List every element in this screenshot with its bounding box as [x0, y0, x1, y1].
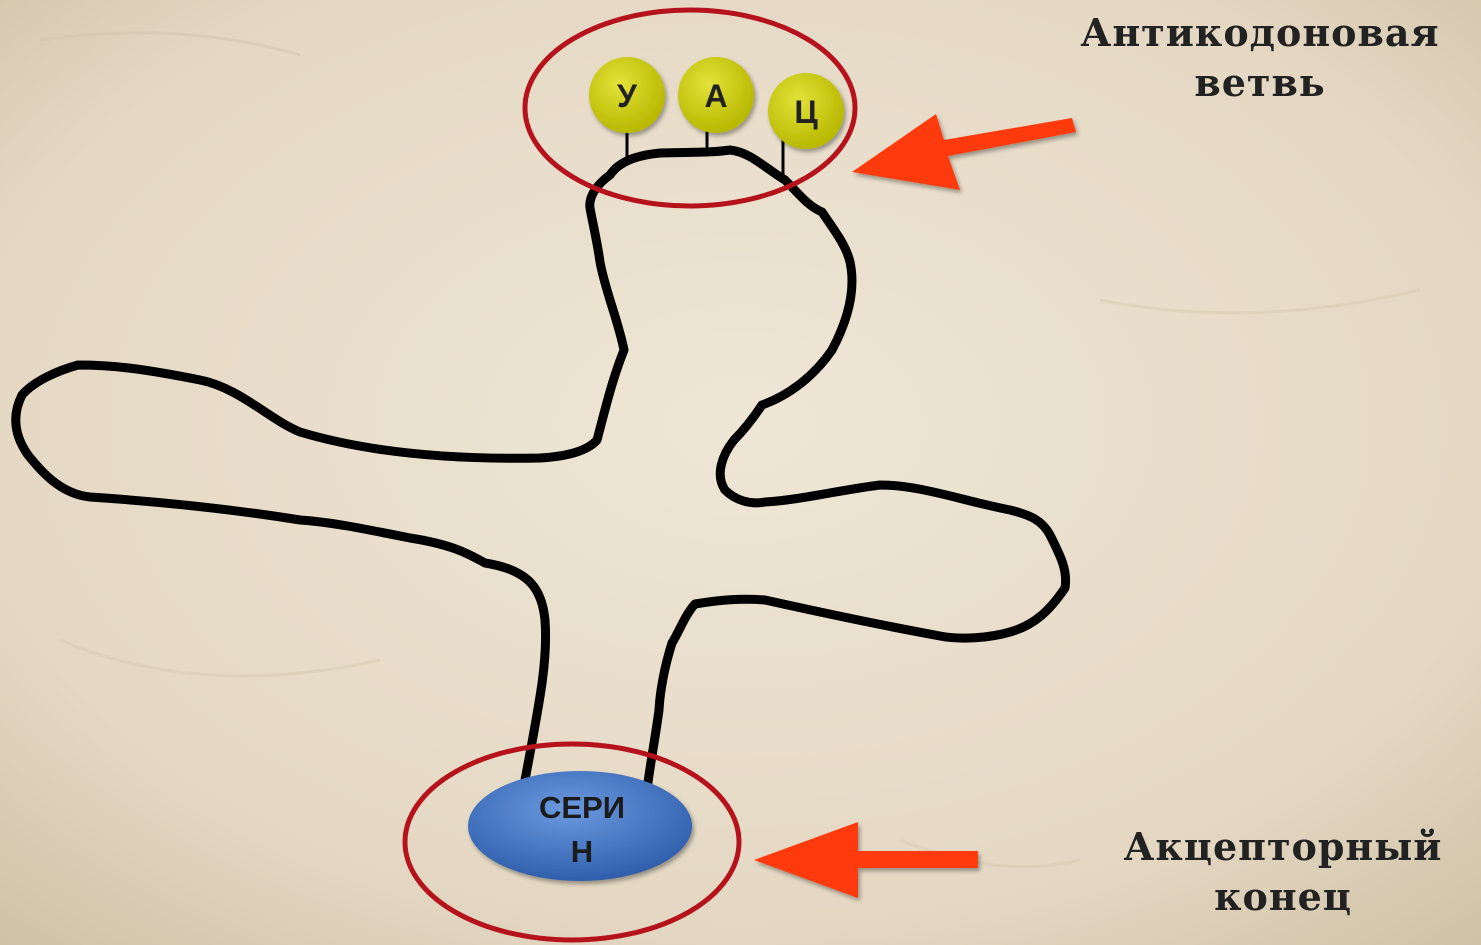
nucleotide-a-label: А: [704, 78, 727, 114]
amino-acid-label-line2: Н: [571, 834, 593, 869]
anticodon-branch-label: Антикодоновая ветвь: [1040, 8, 1480, 108]
anticodon-arrow: [852, 114, 1076, 190]
anticodon-label-line2: ветвь: [1040, 58, 1480, 108]
acceptor-label-line2: конец: [1085, 872, 1481, 922]
acceptor-arrow: [754, 822, 978, 898]
nucleotide-ts-label: Ц: [794, 94, 818, 130]
acceptor-label-line1: Акцепторный: [1085, 822, 1481, 872]
amino-acid-label-line1: СЕРИ: [539, 790, 625, 825]
acceptor-end-label: Акцепторный конец: [1085, 822, 1481, 922]
nucleotide-u-label: У: [617, 78, 638, 114]
anticodon-label-line1: Антикодоновая: [1040, 8, 1480, 58]
trna-strand: [16, 150, 1066, 790]
